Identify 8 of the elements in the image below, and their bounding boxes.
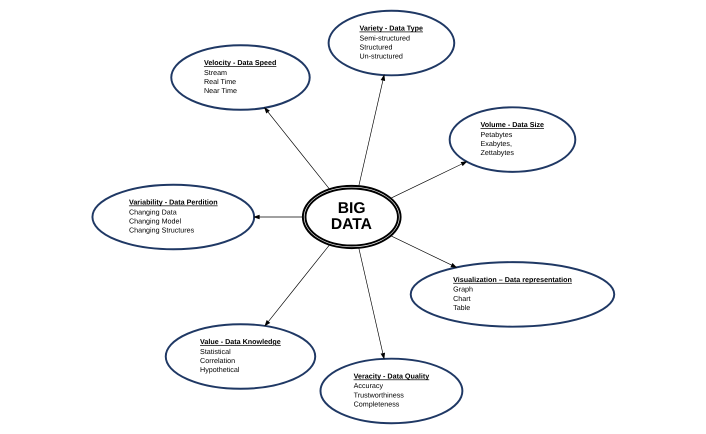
arrow — [390, 236, 457, 268]
node-ellipse: BIG DATA — [301, 184, 402, 250]
arrow — [358, 248, 385, 360]
arrow — [252, 214, 303, 220]
arrow — [264, 107, 330, 190]
arrow — [358, 74, 385, 186]
arrow — [264, 244, 330, 327]
arrow — [390, 161, 467, 198]
